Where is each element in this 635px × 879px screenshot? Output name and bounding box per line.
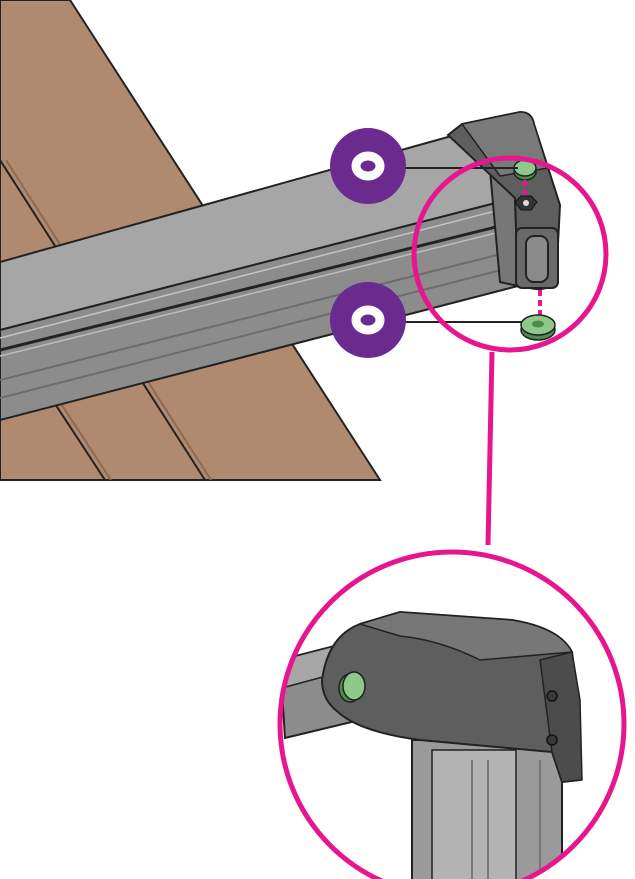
ring-icon xyxy=(351,151,385,181)
beam-edge xyxy=(0,205,516,339)
detail-green-cap xyxy=(338,671,366,703)
beam-groove xyxy=(0,220,517,352)
ring-icon xyxy=(351,305,385,335)
beam-groove xyxy=(0,227,517,357)
detail-screw xyxy=(546,734,558,746)
callout-bottom xyxy=(330,282,522,358)
detail-bracket-side xyxy=(539,651,583,783)
callout-badge xyxy=(330,128,406,204)
highlight-circle-small xyxy=(411,155,609,353)
magnifier-circle-detail xyxy=(277,549,627,879)
corner-bracket xyxy=(446,110,562,291)
bottom-green-washer xyxy=(520,314,556,341)
hex-nut xyxy=(514,195,538,211)
beam-groove xyxy=(0,265,518,399)
detail-view xyxy=(280,552,624,879)
detail-bracket-top xyxy=(357,611,574,661)
callout-badge xyxy=(330,282,406,358)
top-green-cap xyxy=(513,159,537,181)
magnifier-connector-line xyxy=(485,351,495,546)
detail-leg-face xyxy=(431,749,517,879)
detail-screw xyxy=(546,690,558,702)
bracket-leg-slot xyxy=(525,235,549,283)
beam-groove xyxy=(0,249,518,381)
callout-top xyxy=(330,128,518,204)
